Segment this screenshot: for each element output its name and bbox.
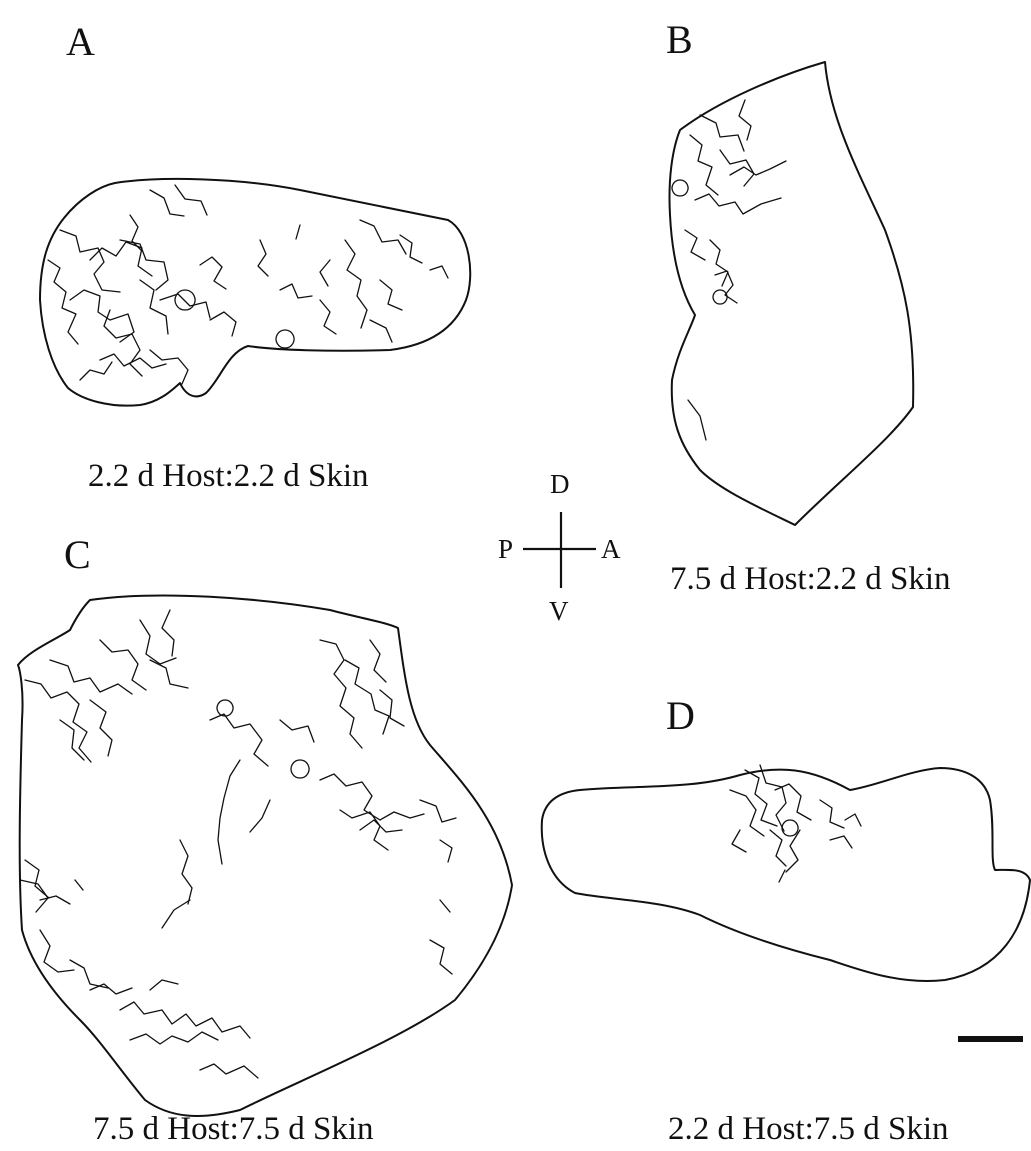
orientation-posterior-label: P (498, 536, 513, 563)
panel-a-caption: 2.2 d Host:2.2 d Skin (88, 460, 369, 493)
panel-d-caption: 2.2 d Host:7.5 d Skin (668, 1113, 949, 1146)
panel-a-letter: A (66, 22, 95, 62)
panel-c-caption: 7.5 d Host:7.5 d Skin (93, 1113, 374, 1146)
scale-bar (958, 1036, 1023, 1042)
orientation-ventral-label: V (549, 598, 569, 625)
panel-b-nerve-tracings (672, 100, 786, 440)
panel-d-nerve-tracings (730, 765, 861, 882)
orientation-cross (523, 512, 596, 588)
panel-b-outline (669, 62, 913, 525)
panel-c-outline (18, 595, 512, 1116)
panel-a-nerve-tracings (48, 185, 448, 384)
orientation-anterior-label: A (601, 536, 621, 563)
orientation-dorsal-label: D (550, 471, 570, 498)
panel-b-letter: B (666, 20, 693, 60)
panel-d-letter: D (666, 696, 695, 736)
panel-a-outline (40, 179, 470, 406)
panel-b-caption: 7.5 d Host:2.2 d Skin (670, 563, 951, 596)
panel-c-nerve-tracings (20, 610, 456, 1078)
panel-c-letter: C (64, 535, 91, 575)
